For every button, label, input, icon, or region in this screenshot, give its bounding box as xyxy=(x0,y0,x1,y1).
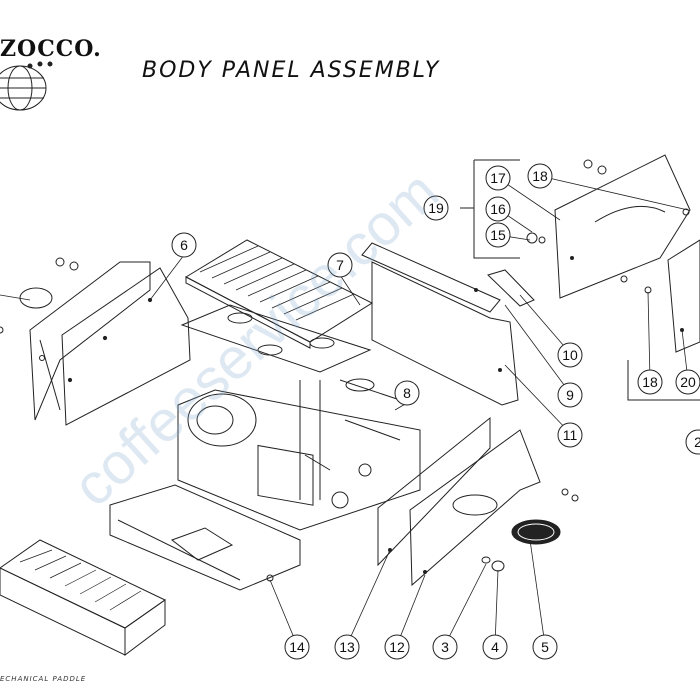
base-frame xyxy=(109,484,301,591)
callout-circle xyxy=(394,380,420,406)
callout-4: 4 xyxy=(482,634,508,660)
callout-circle xyxy=(557,422,583,448)
callout-circle xyxy=(485,165,511,191)
callout-label: 8 xyxy=(403,385,411,401)
callout-circle xyxy=(485,196,511,222)
cup-tray-grill xyxy=(180,239,374,373)
callout-14: 14 xyxy=(284,634,310,660)
callout-circle xyxy=(637,369,663,395)
callout-layer: 6 7 8 9 10 11 12 13 14 3 4 5 15 16 17 18 19 18 20 2 xyxy=(171,163,700,660)
callout-circle xyxy=(334,634,360,660)
leader-lines xyxy=(0,175,689,646)
fastener-parts xyxy=(526,232,546,244)
callout-label: 13 xyxy=(339,639,355,655)
page-title: BODY PANEL ASSEMBLY xyxy=(142,58,441,83)
callout-3: 3 xyxy=(432,634,458,660)
callout-circle xyxy=(432,634,458,660)
callout-label: 10 xyxy=(562,347,578,363)
callout-circle xyxy=(423,195,449,221)
callout-18: 18 xyxy=(637,369,663,395)
bracket-part xyxy=(487,269,535,307)
callout-label: 16 xyxy=(490,201,506,217)
callout-label: 15 xyxy=(490,227,506,243)
callout-circle xyxy=(284,634,310,660)
callout-circle xyxy=(384,634,410,660)
callout-circle xyxy=(485,222,511,248)
callout-label: 14 xyxy=(289,639,305,655)
footer-caption: ECHANICAL PADDLE xyxy=(0,675,87,683)
callout-label: 12 xyxy=(389,639,405,655)
side-panel-far-right-2 xyxy=(644,239,700,353)
brand-logo-text: ZOCCO. xyxy=(0,36,102,62)
callout-circle xyxy=(327,252,353,278)
callout-18: 18 xyxy=(527,163,553,189)
callout-circle xyxy=(527,163,553,189)
callout-10: 10 xyxy=(557,342,583,368)
callout-circle xyxy=(675,369,700,395)
callout-label: 6 xyxy=(180,237,188,253)
callout-circle xyxy=(532,634,558,660)
machine-frame xyxy=(177,378,421,531)
callout-label: 19 xyxy=(428,200,444,216)
callout-20: 20 xyxy=(675,369,700,395)
callout-11: 11 xyxy=(557,422,583,448)
side-panel-far-right xyxy=(554,154,691,299)
callout-17: 17 xyxy=(485,165,511,191)
callout-7: 7 xyxy=(327,252,353,278)
callout-2: 2 xyxy=(685,429,700,455)
callout-12: 12 xyxy=(384,634,410,660)
callout-label: 17 xyxy=(490,170,506,186)
callout-8: 8 xyxy=(394,380,420,406)
callout-circle xyxy=(482,634,508,660)
callout-circle xyxy=(557,342,583,368)
callout-label: 18 xyxy=(642,374,658,390)
badge-emblem xyxy=(511,519,561,545)
callout-circle xyxy=(557,382,583,408)
callout-5: 5 xyxy=(532,634,558,660)
callout-label: 18 xyxy=(532,168,548,184)
callout-label: 3 xyxy=(441,639,449,655)
back-panel xyxy=(361,242,519,406)
callout-label: 20 xyxy=(680,374,696,390)
callout-circle xyxy=(685,429,700,455)
callout-label: 9 xyxy=(566,387,574,403)
callout-13: 13 xyxy=(334,634,360,660)
callout-label: 5 xyxy=(541,639,549,655)
callout-19: 19 xyxy=(423,195,449,221)
logo-globe-icon xyxy=(0,61,53,111)
callout-9: 9 xyxy=(557,382,583,408)
callout-label: 4 xyxy=(491,639,499,655)
callout-circle xyxy=(171,232,197,258)
callout-label: 2 xyxy=(694,434,700,450)
callout-label: 7 xyxy=(336,257,344,273)
callout-6: 6 xyxy=(171,232,197,258)
side-panel-right xyxy=(377,416,541,587)
side-panel-left xyxy=(0,257,191,426)
drip-tray xyxy=(0,539,166,656)
callout-16: 16 xyxy=(485,196,511,222)
callout-label: 11 xyxy=(563,427,578,443)
callout-15: 15 xyxy=(485,222,511,248)
